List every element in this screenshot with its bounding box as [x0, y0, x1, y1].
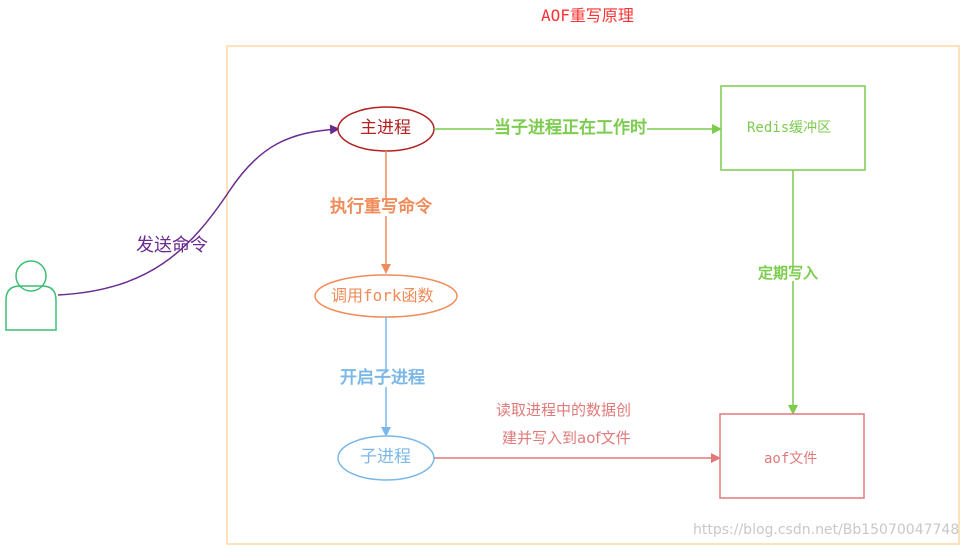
edge-send-command: [57, 124, 340, 296]
edge-label-while-child-working: 当子进程正在工作时: [494, 118, 647, 138]
node-redis-buffer: [720, 85, 866, 171]
node-label-fork: 调用fork函数: [331, 286, 434, 305]
edge-label-exec-rewrite: 执行重写命令: [330, 197, 432, 217]
user-icon: [5, 260, 57, 331]
node-label-main-process: 主进程: [360, 118, 411, 138]
edge-label-start-child: 开启子进程: [340, 368, 425, 388]
watermark: https://blog.csdn.net/Bb15070047748: [693, 522, 960, 538]
node-label-redis-buffer: Redis缓冲区: [747, 120, 832, 136]
node-label-child-process: 子进程: [360, 447, 411, 467]
node-aof-file: [719, 413, 865, 499]
node-label-aof-file: aof文件: [764, 451, 818, 467]
diagram-title: AOF重写原理: [541, 6, 634, 25]
edge-label-send-command: 发送命令: [136, 235, 208, 256]
edge-label-read-data-line2: 建并写入到aof文件: [502, 429, 631, 447]
edge-label-read-data-line1: 读取进程中的数据创: [496, 401, 632, 419]
process-frame: [226, 45, 960, 545]
edge-label-periodic-write: 定期写入: [758, 264, 819, 282]
